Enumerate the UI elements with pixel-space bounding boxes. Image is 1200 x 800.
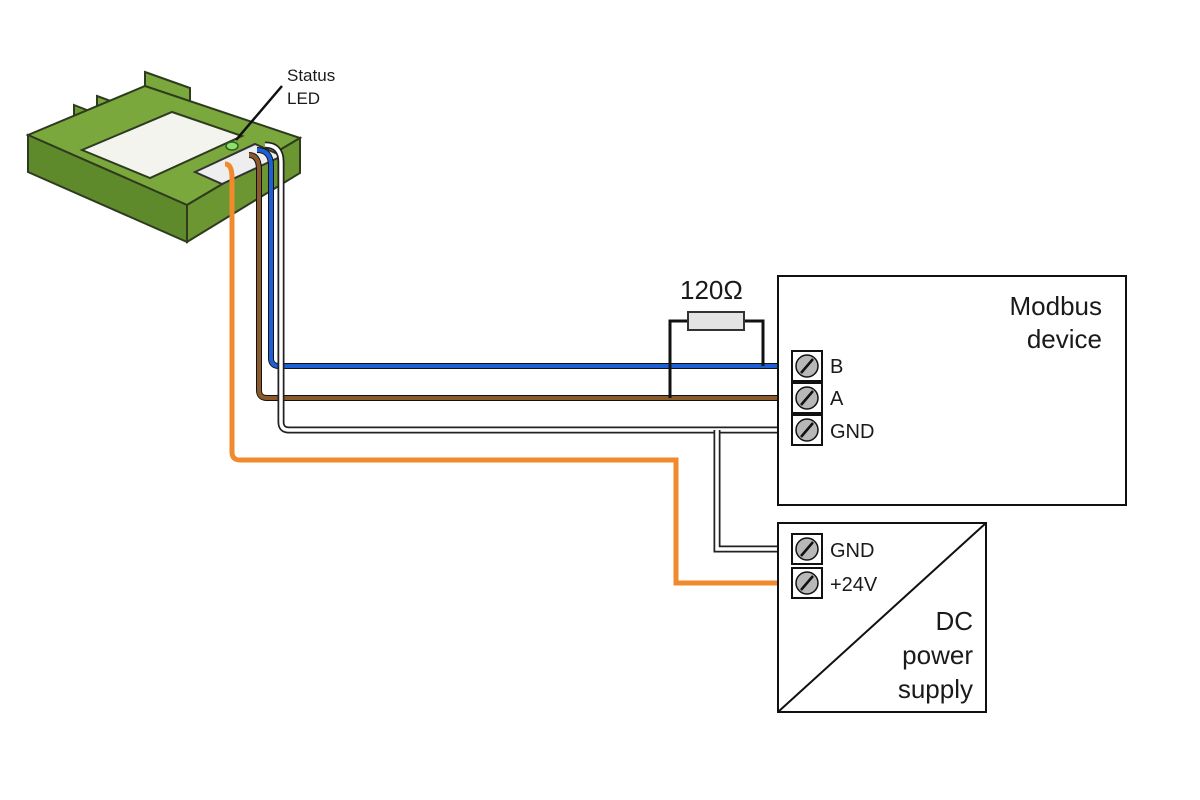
power-terminal-24v [791, 567, 823, 599]
power-supply-title-line1: DC [935, 606, 973, 636]
wire-gnd [264, 141, 792, 553]
modbus-terminal-gnd [791, 414, 823, 446]
status-led-label-line2: LED [287, 89, 320, 108]
termination-resistor [668, 311, 765, 398]
modbus-terminal-a-label: A [830, 388, 844, 410]
power-supply-diagonal [777, 522, 987, 713]
modbus-device-title-line2: device [1027, 324, 1102, 354]
modbus-device-title-line1: Modbus [1010, 291, 1103, 321]
power-supply-title-line2: power [902, 640, 973, 670]
wire-24v [224, 161, 792, 586]
device-label-area [79, 110, 245, 180]
modbus-terminal-a [791, 382, 823, 414]
status-led [225, 141, 239, 151]
wire-a [248, 152, 792, 401]
modbus-terminal-b [791, 350, 823, 382]
power-supply-title-line3: supply [898, 674, 973, 704]
wire-b [256, 147, 792, 369]
power-terminal-gnd-label: GND [830, 540, 874, 562]
status-led-pointer [235, 85, 283, 141]
modbus-terminal-b-label: B [830, 356, 843, 378]
resistor-label: 120Ω [680, 275, 743, 305]
power-terminal-24v-label: +24V [830, 574, 878, 596]
resistor-body [687, 311, 745, 331]
status-led-label-line1: Status [287, 66, 335, 85]
modbus-device-box [777, 275, 1127, 506]
power-terminal-gnd [791, 533, 823, 565]
modbus-terminal-gnd-label: GND [830, 421, 874, 443]
